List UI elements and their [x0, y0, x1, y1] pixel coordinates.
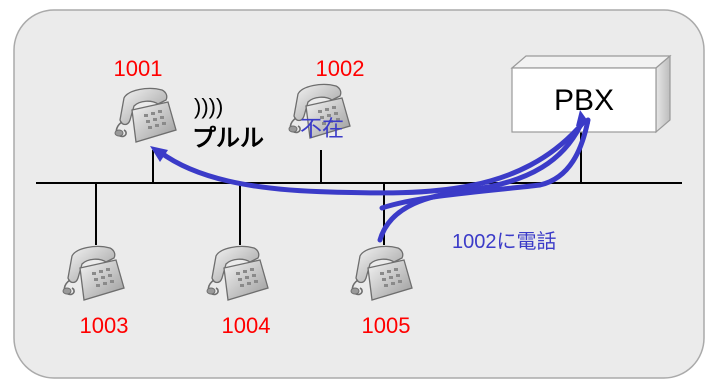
ringing-text: プルル: [192, 125, 264, 152]
arrowhead-pbx-icon: [576, 110, 590, 126]
extension-label-1003: 1003: [80, 313, 129, 338]
extension-label-1001: 1001: [114, 56, 163, 81]
pbx-box: [510, 54, 672, 134]
call-annotation: 1002に電話: [452, 230, 557, 253]
extension-label-1004: 1004: [222, 313, 271, 338]
extension-label-1002: 1002: [316, 56, 365, 81]
pbx-label: PBX: [554, 84, 614, 117]
call-path: [157, 117, 591, 243]
arrowhead-1001-icon: [150, 146, 168, 162]
extension-label-1005: 1005: [362, 313, 411, 338]
absent-text: 不在: [300, 116, 344, 141]
ringing-waves: )))): [194, 94, 223, 119]
